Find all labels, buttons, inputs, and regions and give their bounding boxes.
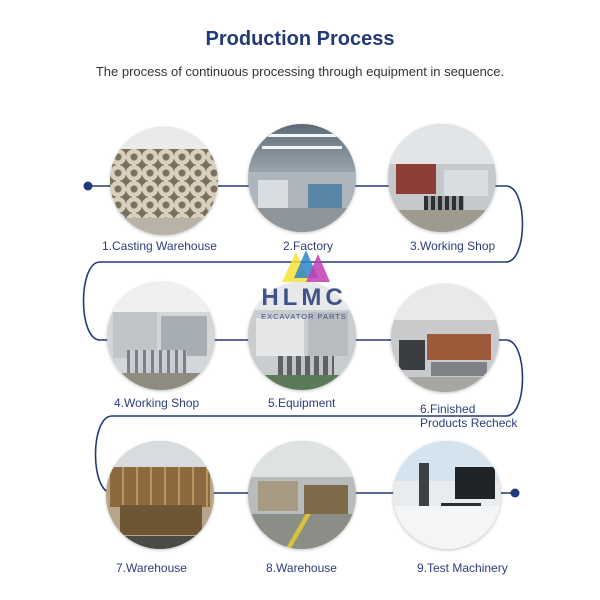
- step-3-photo: [388, 124, 496, 232]
- step-7-label: 7.Warehouse: [116, 561, 187, 575]
- step-7-photo: [106, 441, 214, 549]
- logo-triangles-icon: [282, 250, 330, 282]
- step-6-label-line1: 6.Finished: [420, 402, 476, 416]
- page-title: Production Process: [205, 28, 395, 50]
- step-4-photo: [107, 282, 215, 390]
- step-9-label: 9.Test Machinery: [417, 561, 508, 575]
- step-3-label: 3.Working Shop: [410, 239, 496, 253]
- logo-brand-text: HLMC: [261, 284, 347, 311]
- step-2-label: 2.Factory: [283, 239, 334, 253]
- logo-tagline-text: EXCAVATOR PARTS: [261, 312, 347, 321]
- step-9-photo: [393, 441, 501, 549]
- step-4-label: 4.Working Shop: [114, 396, 200, 410]
- flow-end-dot: [510, 488, 520, 498]
- step-8-photo: [248, 441, 356, 549]
- step-1-label: 1.Casting Warehouse: [102, 239, 217, 253]
- step-5-photo: [248, 282, 356, 390]
- step-6-photo: [391, 284, 499, 392]
- flow-start-dot: [83, 181, 93, 191]
- step-5-label: 5.Equipment: [268, 396, 336, 410]
- page-subtitle: The process of continuous processing thr…: [95, 64, 505, 79]
- step-8-label: 8.Warehouse: [266, 561, 337, 575]
- hlmc-logo-watermark: HLMC EXCAVATOR PARTS: [244, 246, 364, 336]
- step-6-label-line2: Products Recheck: [420, 416, 518, 430]
- step-2-photo: [248, 124, 356, 232]
- step-1-photo: [110, 127, 218, 235]
